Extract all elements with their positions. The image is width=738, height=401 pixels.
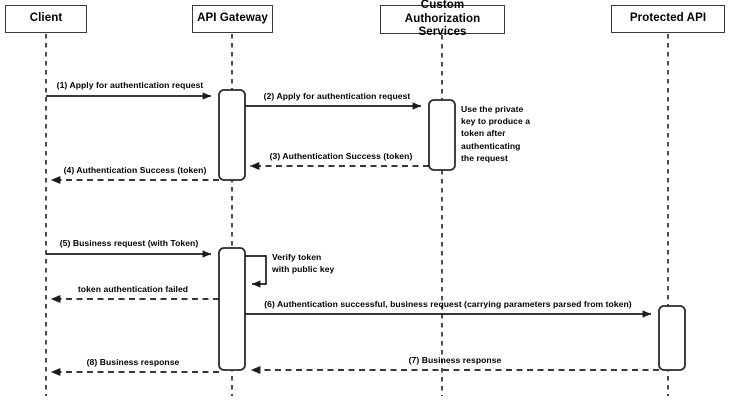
message-label-1: (1) Apply for authentication request — [56, 80, 204, 90]
lifeline-label-client: Client — [29, 12, 63, 25]
note-line-2: key to produce a — [461, 116, 531, 127]
activation-custom-auth-service — [428, 99, 456, 171]
note-line-1: Use the private — [461, 104, 524, 114]
lifeline-header-custom-authorization-services: Custom Authorization Services — [380, 0, 505, 38]
self-message-line-1: Verify token — [272, 252, 322, 262]
message-label-5: (5) Business request (with Token) — [59, 238, 199, 248]
lifeline-header-client: Client — [5, 5, 87, 33]
message-label-token-auth-failed: token authentication failed — [77, 284, 189, 294]
message-label-4: (4) Authentication Success (token) — [63, 165, 207, 175]
message-label-3: (3) Authentication Success (token) — [269, 151, 413, 161]
lifeline-header-protected-api: Protected API — [611, 5, 725, 33]
note-line-4: authenticating — [461, 140, 521, 151]
note-line-5: the request — [461, 152, 508, 163]
message-label-7: (7) Business response — [408, 355, 502, 365]
activation-protected-api — [658, 305, 686, 371]
message-label-2: (2) Apply for authentication request — [263, 91, 411, 101]
lifeline-label-api-gateway: API Gateway — [197, 12, 268, 25]
activation-api-gateway-business — [218, 247, 246, 371]
activation-bars — [218, 89, 686, 371]
note-line-3: token after — [461, 128, 506, 139]
note-private-key: Use the private key to produce a token a… — [461, 103, 531, 164]
self-message-label-verify-token: Verify token with public key — [272, 251, 334, 275]
lifeline-label-custom-authorization-services: Custom Authorization Services — [404, 0, 481, 39]
lifeline-header-api-gateway: API Gateway — [192, 5, 273, 33]
message-label-8: (8) Business response — [86, 357, 180, 367]
self-message-line-2: with public key — [272, 264, 335, 275]
lifeline-label-protected-api: Protected API — [629, 12, 707, 25]
message-arrow-self-verify — [245, 255, 267, 288]
message-label-6: (6) Authentication successful, business … — [264, 299, 632, 309]
lifelines — [45, 34, 669, 396]
activation-api-gateway-auth — [218, 89, 246, 181]
